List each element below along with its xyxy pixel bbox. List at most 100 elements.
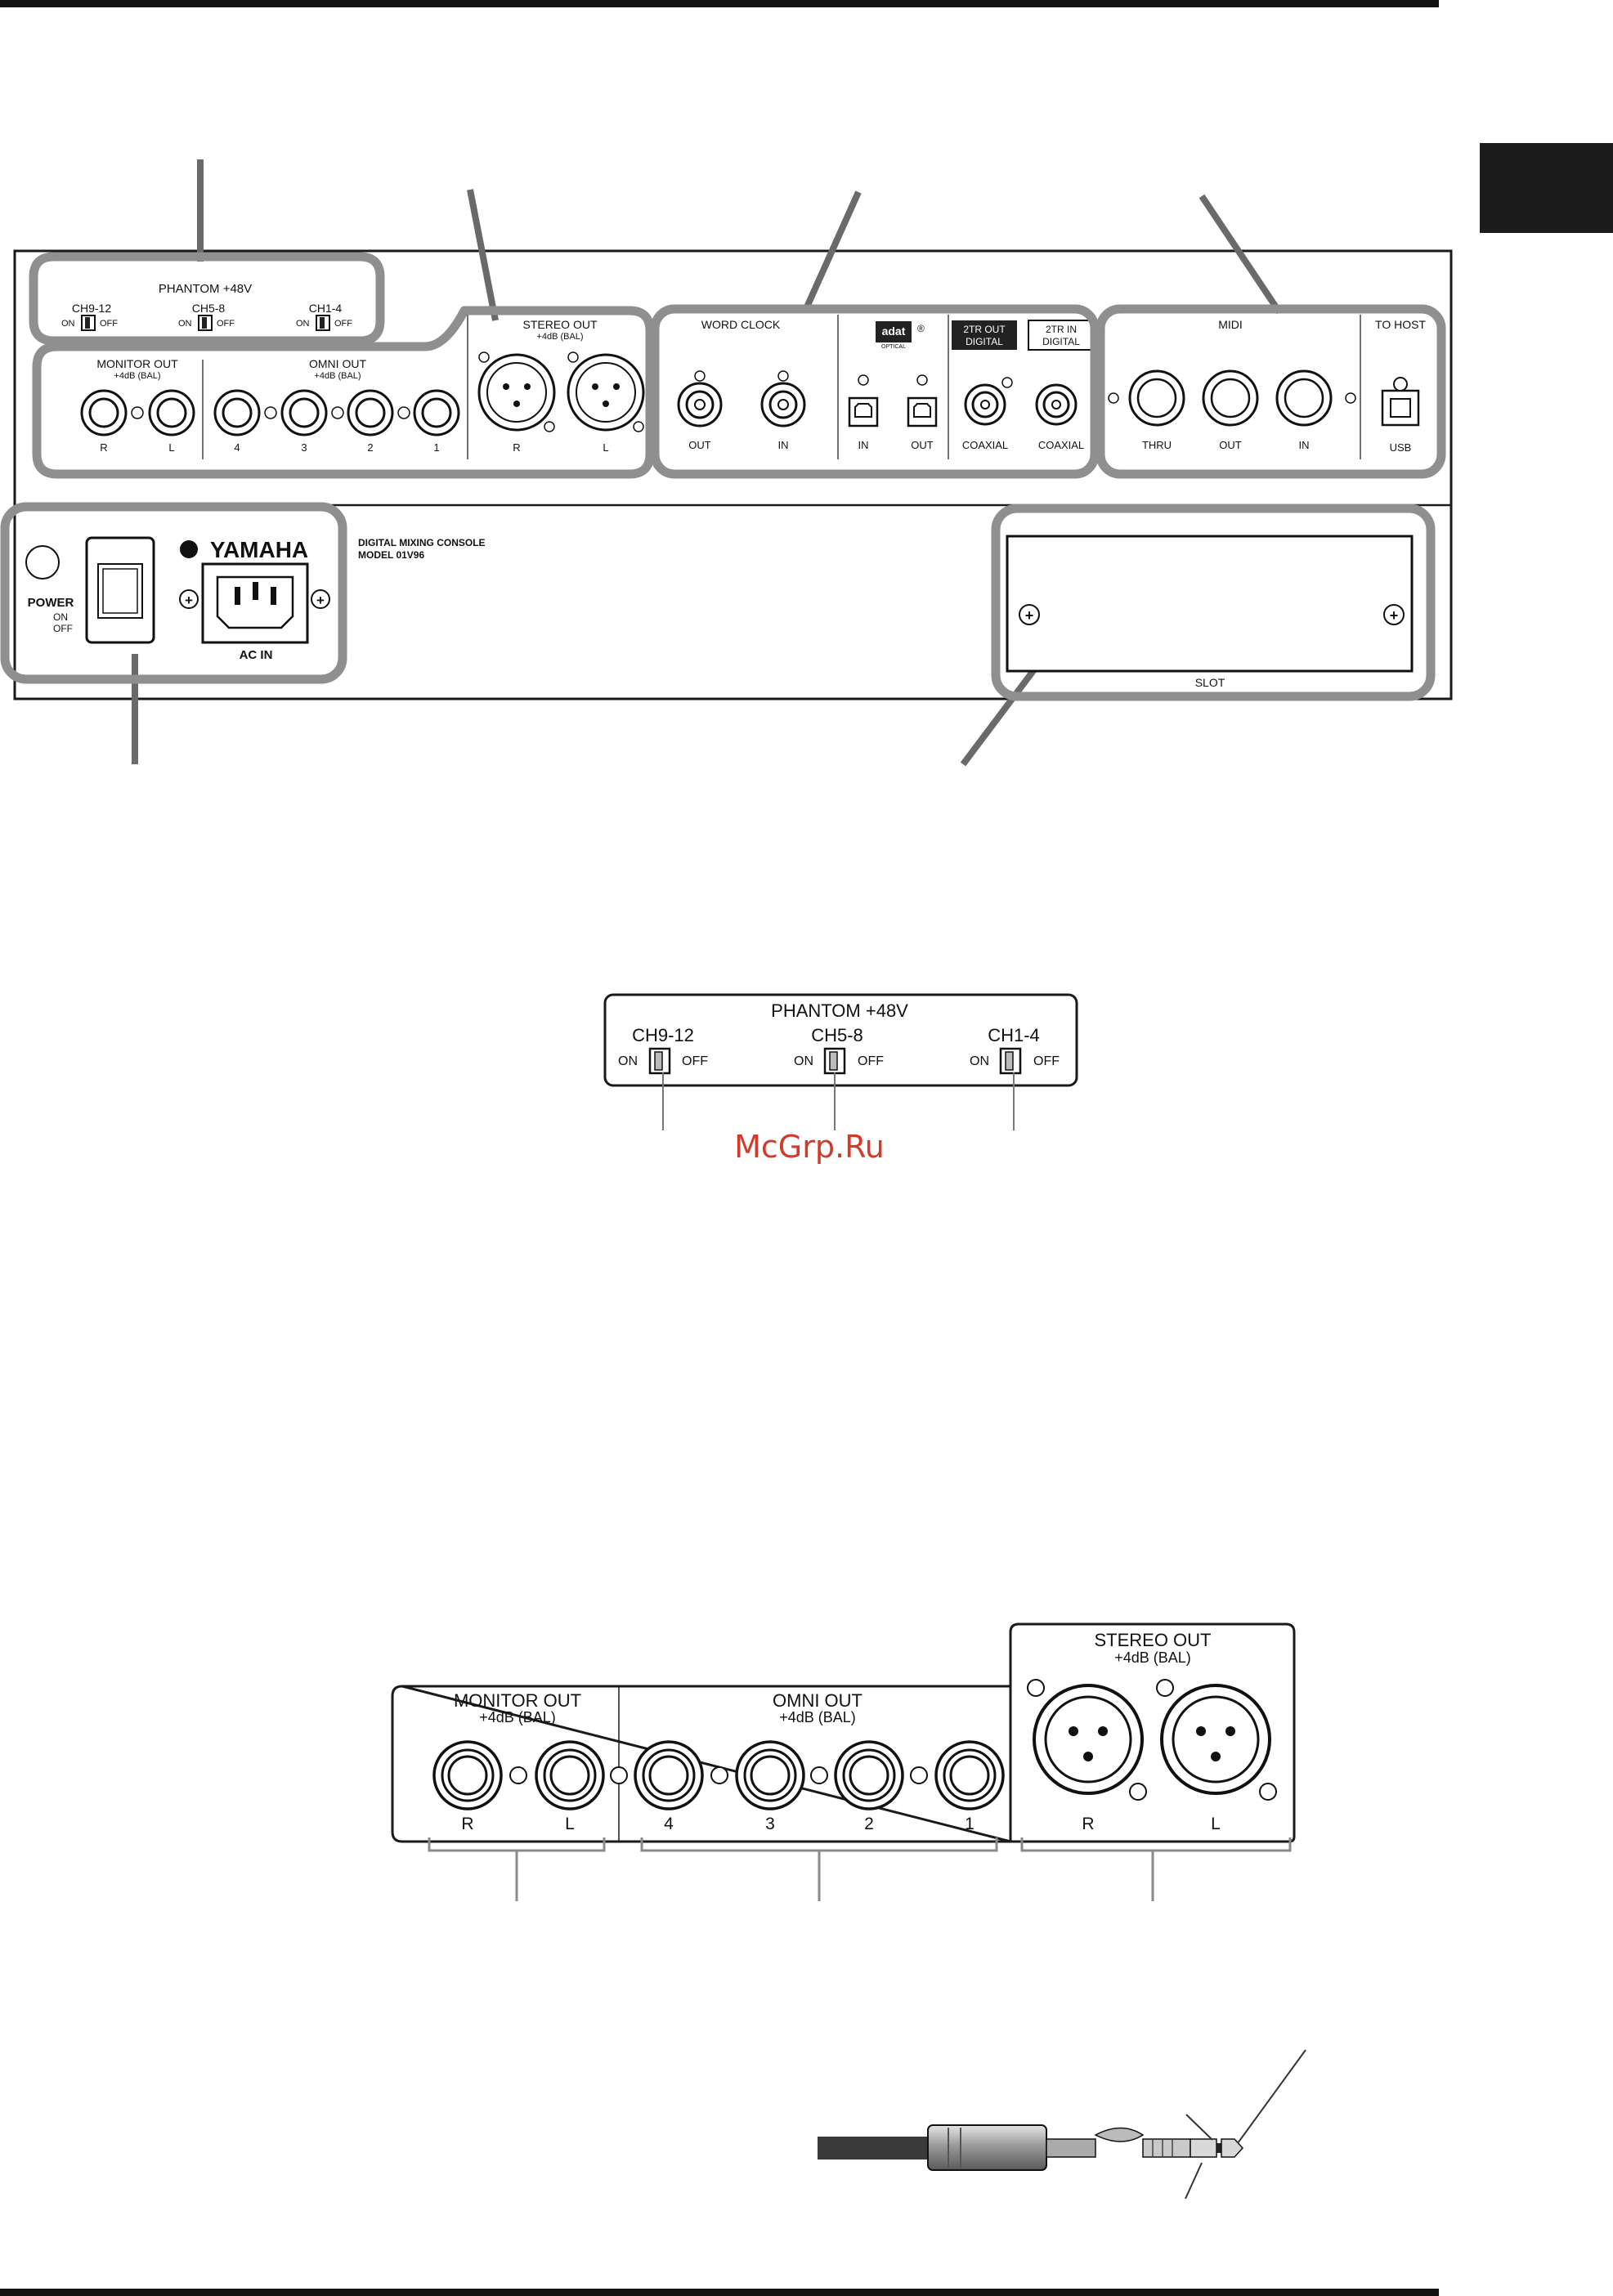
trs-plug-illustration	[818, 2049, 1306, 2200]
svg-text:+4dB (BAL): +4dB (BAL)	[314, 371, 361, 381]
phantom-switches: PHANTOM +48V CH9-12 CH5-8 CH1-4 ON OFF ON…	[61, 282, 352, 331]
phantom-ch1-4: CH1-4	[309, 302, 343, 315]
adat: adat OPTICAL ® IN OUT	[848, 321, 938, 451]
svg-text:2: 2	[367, 441, 373, 454]
svg-text:USB: USB	[1390, 441, 1412, 454]
svg-text:L: L	[168, 441, 174, 454]
svg-text:MONITOR OUT: MONITOR OUT	[454, 1690, 581, 1711]
svg-text:CH1-4: CH1-4	[988, 1025, 1040, 1045]
svg-text:4: 4	[234, 441, 240, 454]
svg-text:1: 1	[433, 441, 439, 454]
svg-text:THRU: THRU	[1142, 439, 1172, 451]
svg-text:OFF: OFF	[1033, 1054, 1060, 1068]
adat-in-port	[848, 396, 879, 427]
midi: MIDI THRU OUT IN	[1108, 318, 1356, 451]
svg-text:ON: ON	[296, 319, 310, 329]
detail-monitor-out: MONITOR OUT +4dB (BAL) R L	[432, 1690, 628, 1833]
power-section: POWER ON OFF YAMAHA + + AC IN	[25, 536, 330, 662]
svg-text:L: L	[603, 441, 608, 454]
svg-text:2TR OUT: 2TR OUT	[963, 324, 1006, 335]
highlight-power	[0, 502, 347, 684]
top-rule	[0, 0, 1439, 7]
phantom-title: PHANTOM +48V	[159, 282, 252, 296]
omni-out: OMNI OUT +4dB (BAL) 4 3 2 1	[213, 357, 460, 454]
svg-text:R: R	[1082, 1815, 1094, 1833]
callout-line-midi	[1199, 194, 1283, 315]
highlight-frames	[0, 252, 1446, 701]
svg-text:2TR IN: 2TR IN	[1046, 324, 1077, 335]
outputs-detail: MONITOR OUT +4dB (BAL) R L OMNI OUT +4dB…	[391, 1622, 1296, 1901]
svg-text:CH9-12: CH9-12	[632, 1025, 694, 1045]
svg-text:AC IN: AC IN	[240, 648, 273, 662]
svg-text:+4dB (BAL): +4dB (BAL)	[479, 1709, 556, 1725]
svg-text:OUT: OUT	[688, 439, 711, 451]
svg-text:OPTICAL: OPTICAL	[881, 344, 906, 350]
svg-text:MIDI: MIDI	[1218, 318, 1243, 331]
stereo-out: STEREO OUT +4dB (BAL) R L	[477, 318, 645, 454]
svg-text:3: 3	[301, 441, 307, 454]
model-line-2: MODEL 01V96	[358, 549, 424, 561]
svg-text:OMNI OUT: OMNI OUT	[773, 1690, 863, 1711]
svg-text:+4dB (BAL): +4dB (BAL)	[536, 332, 583, 342]
svg-text:OMNI OUT: OMNI OUT	[309, 357, 366, 370]
svg-text:OUT: OUT	[911, 439, 934, 451]
svg-text:ON: ON	[61, 319, 75, 329]
svg-text:DIGITAL: DIGITAL	[966, 336, 1003, 347]
svg-text:OUT: OUT	[1219, 439, 1242, 451]
svg-text:L: L	[1211, 1815, 1221, 1833]
callout-line-stereo	[467, 189, 499, 321]
svg-text:COAXIAL: COAXIAL	[1038, 439, 1084, 451]
svg-text:R: R	[513, 441, 520, 454]
svg-text:ON: ON	[970, 1054, 989, 1068]
svg-text:WORD CLOCK: WORD CLOCK	[701, 318, 781, 331]
svg-text:TO HOST: TO HOST	[1375, 318, 1426, 331]
svg-text:OFF: OFF	[334, 319, 352, 329]
monitor-out: MONITOR OUT +4dB (BAL) R L	[80, 357, 195, 454]
adat-out-port	[907, 396, 938, 427]
svg-text:+: +	[1025, 607, 1034, 624]
svg-text:OFF: OFF	[53, 623, 73, 634]
highlight-midi-usb	[1095, 304, 1446, 479]
svg-text:adat: adat	[882, 324, 906, 338]
phantom-ch5-8: CH5-8	[192, 302, 226, 315]
yamaha-logo: YAMAHA	[180, 537, 308, 562]
svg-text:YAMAHA: YAMAHA	[210, 537, 308, 562]
svg-text:IN: IN	[778, 439, 789, 451]
word-clock: WORD CLOCK OUT IN	[677, 318, 806, 451]
svg-text:CH5-8: CH5-8	[811, 1025, 863, 1045]
svg-text:STEREO OUT: STEREO OUT	[1094, 1630, 1211, 1650]
phantom-detail: PHANTOM +48V CH9-12 CH5-8 CH1-4 ON OFF O…	[603, 993, 1078, 1130]
svg-text:OFF: OFF	[682, 1054, 708, 1068]
model-line-1: DIGITAL MIXING CONSOLE	[358, 537, 486, 548]
svg-text:L: L	[565, 1815, 575, 1833]
svg-text:SLOT: SLOT	[1195, 676, 1225, 689]
svg-text:ON: ON	[794, 1054, 813, 1068]
svg-text:®: ®	[917, 323, 925, 334]
svg-text:MONITOR OUT: MONITOR OUT	[96, 357, 178, 370]
svg-text:ON: ON	[53, 611, 68, 623]
svg-text:+: +	[1390, 607, 1399, 624]
svg-text:ON: ON	[178, 319, 192, 329]
two-track-digital: 2TR OUT DIGITAL 2TR IN DIGITAL COAXIAL C…	[952, 320, 1095, 451]
highlight-phantom	[29, 252, 385, 346]
svg-text:+4dB (BAL): +4dB (BAL)	[1114, 1649, 1191, 1666]
svg-text:PHANTOM +48V: PHANTOM +48V	[771, 1000, 908, 1021]
svg-text:R: R	[100, 441, 107, 454]
svg-text:COAXIAL: COAXIAL	[962, 439, 1008, 451]
svg-text:+: +	[316, 593, 325, 608]
svg-text:+4dB (BAL): +4dB (BAL)	[114, 371, 160, 381]
bottom-rule	[0, 2289, 1439, 2296]
phantom-ch9-12: CH9-12	[72, 302, 111, 315]
detail-omni-out: OMNI OUT +4dB (BAL) 4 3 2 1	[634, 1690, 1005, 1833]
svg-text:IN: IN	[858, 439, 869, 451]
svg-text:+: +	[185, 593, 193, 608]
svg-text:POWER: POWER	[28, 596, 74, 610]
svg-text:DIGITAL: DIGITAL	[1042, 336, 1080, 347]
highlight-digital-io	[650, 304, 1100, 479]
svg-text:OFF: OFF	[217, 319, 235, 329]
svg-text:+4dB (BAL): +4dB (BAL)	[779, 1709, 856, 1725]
watermark: McGrp.Ru	[734, 1129, 885, 1165]
svg-text:IN: IN	[1299, 439, 1310, 451]
